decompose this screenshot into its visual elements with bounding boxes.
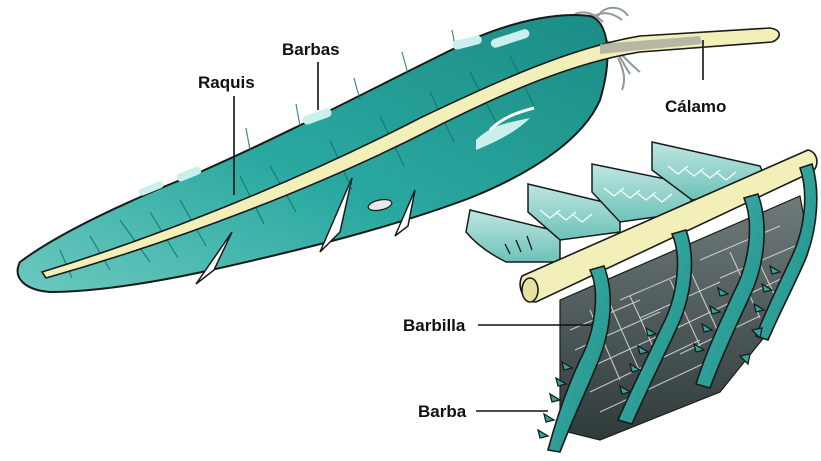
barbas-label: Barbas (282, 40, 340, 59)
calamo-label: Cálamo (665, 97, 726, 116)
barbilla-label: Barbilla (403, 316, 466, 335)
barba-label: Barba (418, 402, 467, 421)
raquis-label: Raquis (198, 73, 255, 92)
rachis-cross-section (522, 278, 538, 302)
magnified-barb-detail (466, 142, 817, 452)
